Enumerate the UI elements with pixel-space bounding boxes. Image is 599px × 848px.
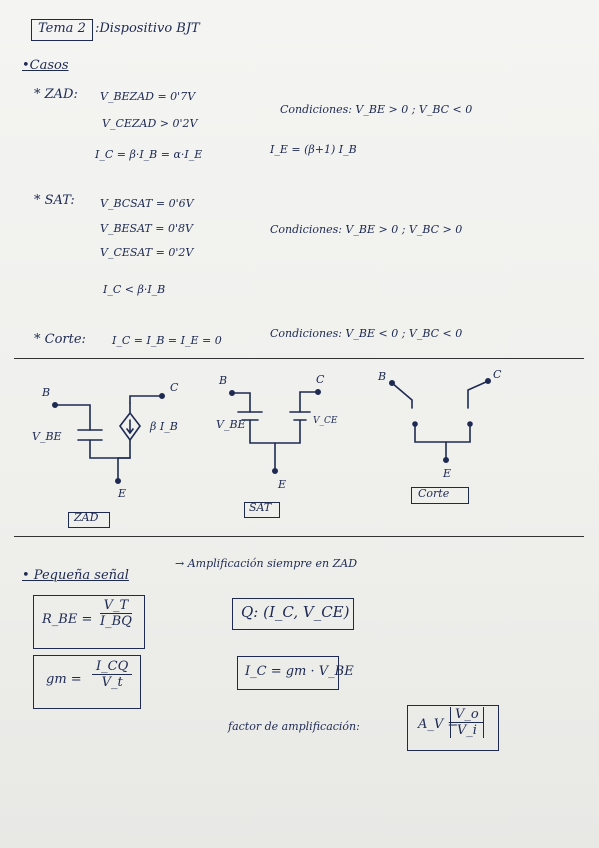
small-signal-heading: • Pequeña señal	[22, 568, 129, 583]
casos-heading: •Casos	[22, 58, 69, 73]
theme-label: Tema 2	[38, 21, 86, 36]
zad-eq-vbe: V_BEZAD = 0'7V	[100, 90, 196, 103]
zad-circuit	[51, 392, 166, 484]
sat-conditions: Condiciones: V_BE > 0 ; V_BC > 0	[270, 223, 463, 236]
page-title: :Dispositivo BJT	[95, 21, 200, 36]
rbe-denominator: I_BQ	[100, 614, 132, 629]
ic-formula-box	[237, 656, 339, 690]
sat-circuit-label: SAT	[249, 501, 272, 514]
q-point-box	[232, 598, 354, 630]
sat-eq-vce: V_CESAT = 0'2V	[100, 246, 194, 259]
corte-terminal-c: C	[493, 368, 502, 381]
sat-terminal-c: C	[316, 373, 325, 386]
zad-current-source: β I_B	[150, 420, 178, 433]
sat-vbe: V_BE	[216, 418, 246, 431]
corte-circuit-label: Corte	[418, 487, 450, 500]
zad-eq-vce: V_CEZAD > 0'2V	[102, 117, 198, 130]
corte-terminal-e: E	[443, 467, 452, 480]
corte-circuit	[388, 377, 491, 463]
zad-terminal-e: E	[118, 487, 127, 500]
corte-conditions: Condiciones: V_BE < 0 ; V_BC < 0	[270, 327, 463, 340]
zad-eq-ic: I_C = β·I_B = α·I_E	[95, 148, 203, 161]
zad-terminal-c: C	[170, 381, 179, 394]
amplification-factor-label: factor de amplificación:	[228, 720, 360, 733]
theme-box	[31, 19, 93, 41]
small-signal-note: → Amplificación siempre en ZAD	[175, 557, 358, 570]
sat-eq-ic: I_C < β·I_B	[103, 283, 166, 296]
av-numerator: V_o	[451, 707, 483, 723]
divider-bottom	[14, 536, 584, 537]
sat-eq-vbc: V_BCSAT = 0'6V	[100, 197, 194, 210]
q-point: Q: (I_C, V_CE)	[241, 603, 350, 621]
zad-vbe: V_BE	[32, 430, 62, 443]
corte-label: * Corte:	[34, 332, 86, 347]
zad-circuit-label: ZAD	[74, 511, 99, 524]
av-formula-box	[407, 705, 499, 751]
ic-formula: I_C = gm · V_BE	[245, 664, 354, 679]
gm-denominator: V_t	[101, 675, 123, 690]
gm-lhs: gm =	[46, 672, 82, 687]
corte-terminal-b: B	[378, 370, 387, 383]
sat-vce: V_CE	[313, 416, 338, 426]
divider-top	[14, 358, 584, 359]
av-denominator: V_i	[456, 723, 477, 738]
sat-terminal-b: B	[219, 374, 228, 387]
gm-formula-box	[33, 655, 141, 709]
rbe-fraction: V_T I_BQ	[96, 598, 136, 629]
zad-eq-ie: I_E = (β+1) I_B	[270, 143, 357, 156]
zad-terminal-b: B	[42, 386, 51, 399]
rbe-numerator: V_T	[99, 598, 133, 614]
corte-eq: I_C = I_B = I_E = 0	[112, 334, 222, 347]
sat-label: * SAT:	[34, 193, 75, 208]
sat-eq-vbe: V_BESAT = 0'8V	[100, 222, 193, 235]
sat-circuit	[229, 388, 321, 474]
sat-circuit-label-box	[244, 502, 280, 518]
gm-fraction: I_CQ V_t	[92, 659, 133, 690]
av-fraction: V_o V_i	[450, 707, 484, 738]
rbe-formula-box	[33, 595, 145, 649]
corte-circuit-label-box	[411, 487, 469, 504]
zad-circuit-label-box	[68, 512, 110, 528]
rbe-lhs: R_BE =	[42, 612, 93, 627]
sat-terminal-e: E	[278, 478, 287, 491]
zad-conditions: Condiciones: V_BE > 0 ; V_BC < 0	[280, 103, 473, 116]
zad-label: * ZAD:	[34, 87, 78, 102]
av-lhs: A_V =	[418, 717, 459, 732]
gm-numerator: I_CQ	[92, 659, 133, 675]
